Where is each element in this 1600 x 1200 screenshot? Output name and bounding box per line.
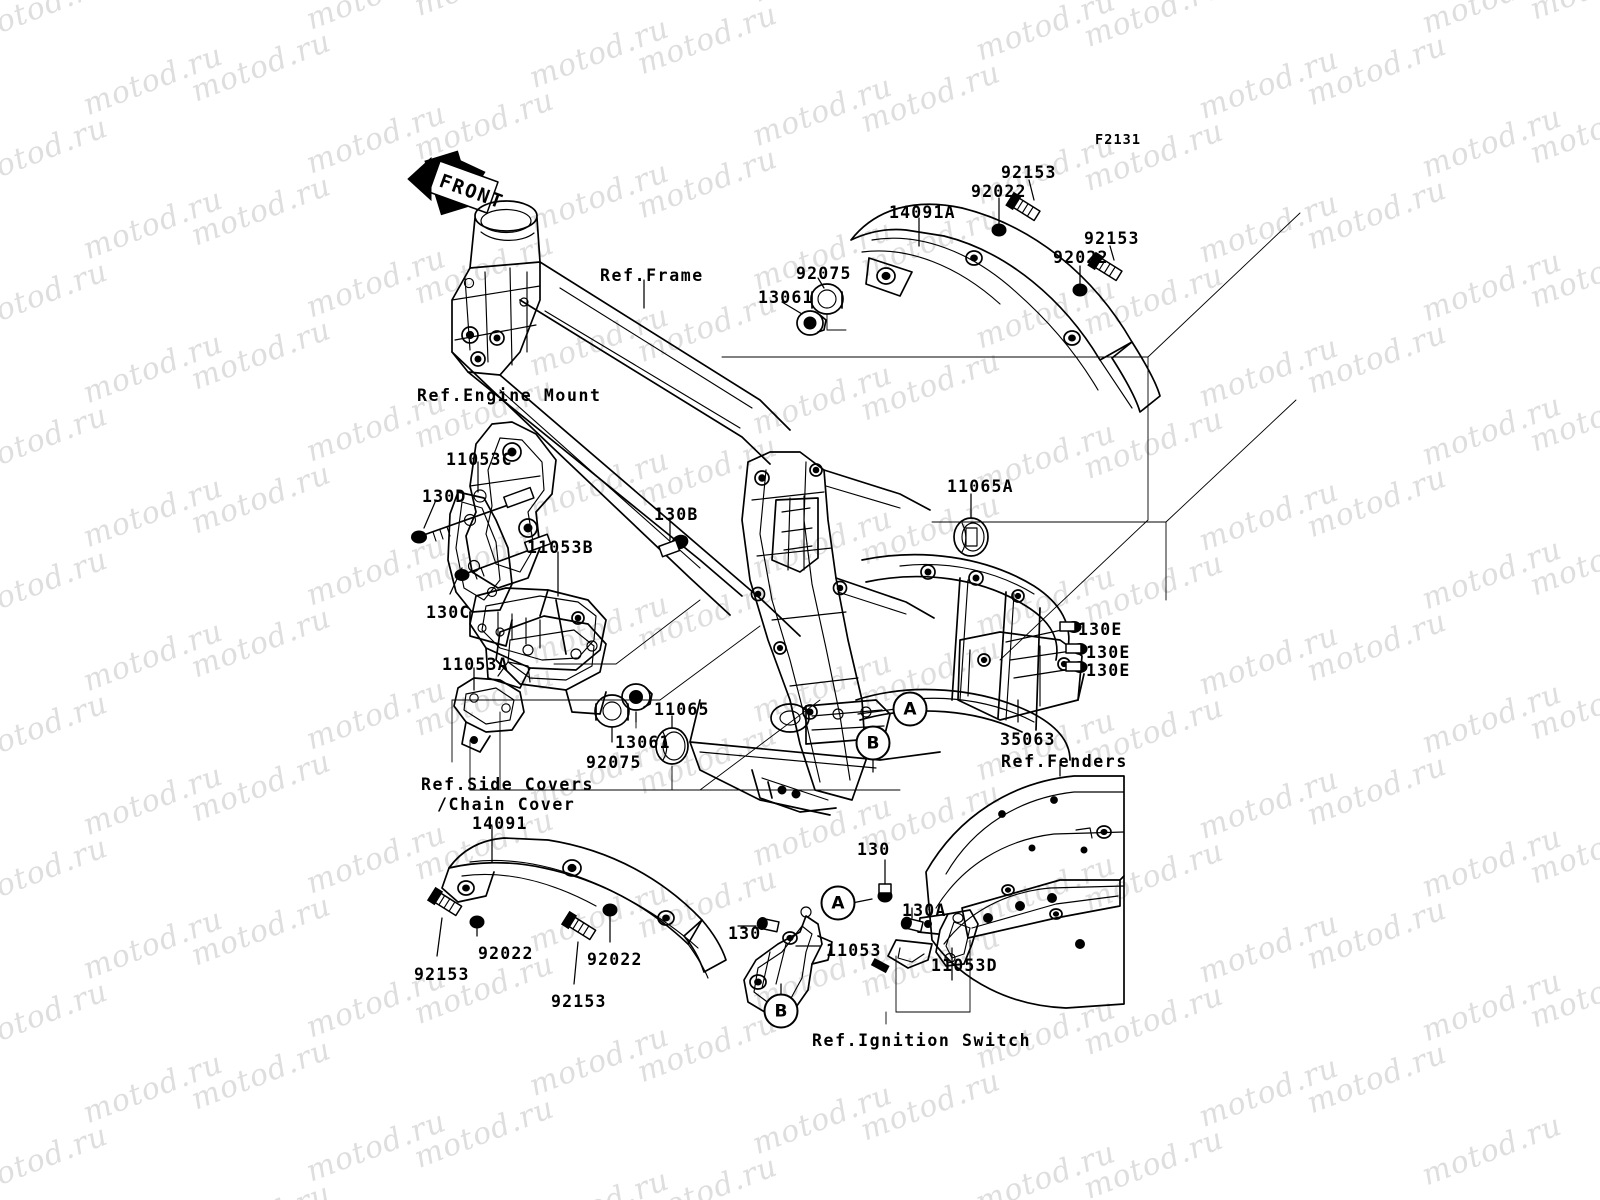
label-chain-cover: /Chain Cover bbox=[437, 795, 576, 814]
label-92022-bl2: 92022 bbox=[587, 950, 643, 969]
label-92075-mid: 92075 bbox=[586, 753, 642, 772]
marker-b-upper: B bbox=[855, 725, 891, 761]
fastener-92022-92153-tr2 bbox=[1072, 245, 1123, 297]
label-11053: 11053 bbox=[826, 941, 882, 960]
label-35063: 35063 bbox=[1000, 730, 1056, 749]
label-92022-tr1: 92022 bbox=[971, 182, 1027, 201]
label-11053D: 11053D bbox=[931, 956, 998, 975]
label-130-left: 130 bbox=[728, 924, 762, 943]
label-13061-mid: 13061 bbox=[615, 733, 671, 752]
fender-14091A bbox=[850, 203, 1161, 413]
label-92153-tr1: 92153 bbox=[1001, 163, 1057, 182]
fastener-130D bbox=[411, 486, 535, 544]
bracket-11053D bbox=[870, 907, 979, 981]
fastener-130B bbox=[658, 534, 689, 558]
label-92153-bl2: 92153 bbox=[551, 992, 607, 1011]
label-ref-side-covers: Ref.Side Covers bbox=[421, 775, 595, 794]
label-14091A: 14091A bbox=[889, 203, 956, 222]
swingarm-pivot-area bbox=[751, 699, 891, 813]
part-13061-top bbox=[796, 310, 827, 336]
label-ref-fenders: Ref.Fenders bbox=[1001, 752, 1128, 771]
label-130E-2: 130E bbox=[1086, 643, 1131, 662]
grouping-lines bbox=[423, 212, 1301, 1025]
label-92075-top: 92075 bbox=[796, 264, 852, 283]
label-11065: 11065 bbox=[654, 700, 710, 719]
label-92153-bl1: 92153 bbox=[414, 965, 470, 984]
label-130A: 130A bbox=[902, 901, 947, 920]
label-130B: 130B bbox=[654, 505, 699, 524]
label-ref-engine-mount: Ref.Engine Mount bbox=[417, 386, 602, 405]
label-ref-frame: Ref.Frame bbox=[600, 266, 704, 285]
part-92075-mid bbox=[594, 694, 630, 728]
label-13061-top: 13061 bbox=[758, 288, 814, 307]
label-92153-tr2: 92153 bbox=[1084, 229, 1140, 248]
label-92022-tr2: 92022 bbox=[1053, 248, 1109, 267]
fastener-92022-92153-bl2 bbox=[560, 903, 618, 985]
label-11053B: 11053B bbox=[527, 538, 594, 557]
label-130-top: 130 bbox=[857, 840, 891, 859]
label-130D: 130D bbox=[422, 487, 467, 506]
label-11053A: 11053A bbox=[442, 655, 509, 674]
fender-14091 bbox=[441, 837, 727, 979]
bracket-11053A bbox=[453, 661, 531, 753]
fastener-92022-92153-bl1 bbox=[426, 886, 485, 957]
label-ref-ignition: Ref.Ignition Switch bbox=[812, 1031, 1032, 1050]
front-orientation-marker: FRONT bbox=[407, 150, 507, 216]
frame-main-structure bbox=[451, 261, 941, 816]
label-14091: 14091 bbox=[472, 814, 528, 833]
marker-b-lower: B bbox=[763, 993, 799, 1029]
diagram-code: F2131 bbox=[1095, 132, 1142, 148]
label-11053C: 11053C bbox=[446, 450, 513, 469]
label-130E-1: 130E bbox=[1078, 620, 1123, 639]
label-130E-3: 130E bbox=[1086, 661, 1131, 680]
steering-head bbox=[469, 200, 541, 269]
fastener-92022-92153-tr1 bbox=[991, 179, 1041, 237]
fastener-130C bbox=[454, 533, 552, 581]
side-cover-bracket-cluster bbox=[495, 589, 607, 715]
rear-fender-assembly bbox=[925, 775, 1125, 1009]
label-11065A: 11065A bbox=[947, 477, 1014, 496]
label-130C: 130C bbox=[426, 603, 471, 622]
marker-a-lower: A bbox=[820, 885, 856, 921]
fastener-130E-group bbox=[1005, 621, 1088, 679]
marker-a-upper: A bbox=[892, 691, 928, 727]
label-92022-bl1: 92022 bbox=[478, 944, 534, 963]
frame-center-casting bbox=[741, 451, 935, 801]
